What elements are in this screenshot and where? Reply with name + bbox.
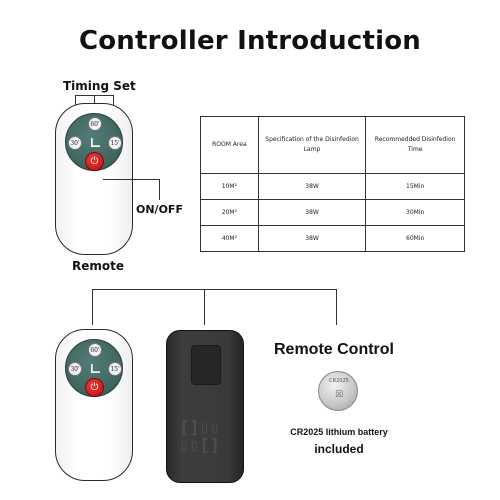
onoff-line-h	[103, 179, 160, 181]
bracket-left	[92, 289, 94, 325]
battery-compartment	[191, 345, 221, 385]
recycle-bin-icon: ☒	[334, 390, 344, 400]
cell-area: 20M²	[200, 199, 259, 226]
cell-area: 40M²	[200, 225, 259, 252]
remote-back-case: []▯▯▯▯[]	[166, 330, 244, 483]
page-title: Controller Introduction	[78, 26, 422, 56]
power-button[interactable]: ⏻	[85, 152, 104, 171]
timer-60-button[interactable]: 60'	[88, 117, 102, 131]
cell-lamp: 38W	[257, 225, 367, 252]
timer-15-button[interactable]: 15'	[108, 362, 122, 376]
header-disinfection-time: Recommedded Disinfedion Time	[365, 116, 465, 174]
cell-time: 30Min	[365, 199, 465, 226]
clock-icon	[91, 138, 100, 147]
header-room-area: ROOM Area	[200, 116, 259, 174]
cell-lamp: 38W	[257, 173, 367, 200]
battery-description: CR2025 lithium battery	[290, 427, 388, 437]
cell-area: 10M²	[200, 173, 259, 200]
timer-15-button[interactable]: 15'	[108, 136, 122, 150]
timer-60-button[interactable]: 60'	[88, 343, 102, 357]
cell-time: 60Min	[365, 225, 465, 252]
battery-included: included	[314, 442, 364, 456]
table-row: 40M² 38W 60Min	[200, 225, 465, 252]
cell-lamp: 38W	[257, 199, 367, 226]
remote-label: Remote	[72, 259, 125, 273]
remote-control-title: Remote Control	[274, 341, 394, 358]
remote-dial: 60' 30' 15' ⏻	[65, 113, 123, 171]
onoff-line-v	[159, 179, 161, 200]
bracket-right	[336, 289, 338, 325]
table-row: 10M² 38W 15Min	[200, 173, 465, 200]
remote-front-bottom: 60' 30' 15' ⏻	[55, 329, 133, 481]
coin-battery-label: CR2025	[329, 378, 349, 384]
power-button[interactable]: ⏻	[85, 378, 104, 397]
remote-front-top: 60' 30' 15' ⏻	[55, 103, 133, 255]
coin-battery-icon: CR2025 ☒	[318, 371, 358, 411]
table-row: 20M² 38W 30Min	[200, 199, 465, 226]
cell-time: 15Min	[365, 173, 465, 200]
timer-30-button[interactable]: 30'	[68, 136, 82, 150]
embossed-logo-icon: []▯▯▯▯[]	[179, 418, 220, 456]
header-lamp-spec: Specification of the Disinfedion Lamp	[257, 116, 367, 174]
timer-30-button[interactable]: 30'	[68, 362, 82, 376]
remote-dial: 60' 30' 15' ⏻	[65, 339, 123, 397]
bracket-top	[92, 289, 337, 291]
spec-table: ROOM Area Specification of the Disinfedi…	[200, 116, 465, 252]
table-header-row: ROOM Area Specification of the Disinfedi…	[200, 116, 465, 174]
timing-set-label: Timing Set	[63, 79, 136, 93]
bracket-mid	[204, 289, 206, 325]
on-off-label: ON/OFF	[136, 203, 183, 216]
clock-icon	[91, 364, 100, 373]
